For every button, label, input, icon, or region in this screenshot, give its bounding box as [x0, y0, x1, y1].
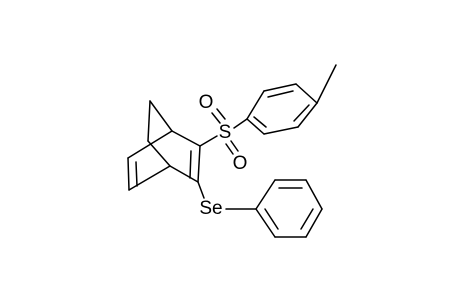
bond-ch2-b-to-bridgehead-bottom: [147, 140, 171, 167]
bond-s-to-tolyl: [233, 118, 248, 129]
bond-c2-to-s: [199, 135, 218, 147]
tolyl-bond-5: [263, 126, 299, 135]
sulfonyl-group: S O O: [199, 92, 248, 174]
phenyl-inner-double-3: [264, 208, 279, 230]
tolyl-bond-6: [246, 118, 265, 135]
phenyl-bond-1: [255, 179, 276, 210]
bond-ring-to-methyl: [316, 64, 337, 104]
phenylselanyl-group: Se: [197, 181, 257, 219]
bond-bridgehead-top-to-ch2-a: [149, 100, 173, 132]
tolyl-inner-double-1: [267, 90, 294, 98]
bicyclooctene-core: [127, 100, 201, 191]
oxygen-1-atom-label: O: [199, 92, 214, 113]
bond-c3-to-bridgehead-bottom: [169, 165, 199, 183]
bond-c6-to-bridgehead-bottom: [128, 165, 171, 191]
bond-c5-to-c6: [127, 157, 130, 191]
bond-c3-to-se: [197, 181, 205, 199]
phenyl-ring: [255, 179, 323, 238]
bond-c5-c6-double: [135, 161, 138, 187]
sulfur-atom-label: S: [219, 122, 232, 143]
bond-s-to-o2-a: [225, 143, 234, 155]
phenyl-bond-6: [255, 208, 276, 238]
tolyl-inner-double-2: [293, 104, 310, 122]
bond-bridgehead-top-to-c2: [171, 130, 201, 147]
tolyl-bond-2: [263, 83, 297, 92]
bond-s-to-o1-b: [216, 108, 226, 120]
bond-c2-to-c3: [197, 145, 201, 183]
tolyl-bond-4: [297, 102, 318, 128]
tolyl-bond-1: [246, 90, 265, 120]
phenyl-bond-4: [305, 208, 323, 238]
phenyl-bond-3: [305, 179, 323, 210]
bond-s-to-o2-b: [230, 140, 239, 152]
bond-ch2-a-to-ch2-b: [147, 100, 151, 142]
oxygen-2-atom-label: O: [233, 153, 248, 174]
bond-c2-c3-double: [189, 150, 192, 179]
phenyl-inner-double-2: [300, 208, 314, 230]
bond-bridgehead-top-to-c5: [127, 130, 173, 159]
tolyl-inner-double-3: [253, 116, 267, 128]
bond-s-to-o1-a: [211, 112, 221, 124]
selenium-atom-label: Se: [199, 198, 222, 219]
tolyl-ring: [246, 64, 337, 135]
tolyl-bond-3: [295, 83, 318, 104]
